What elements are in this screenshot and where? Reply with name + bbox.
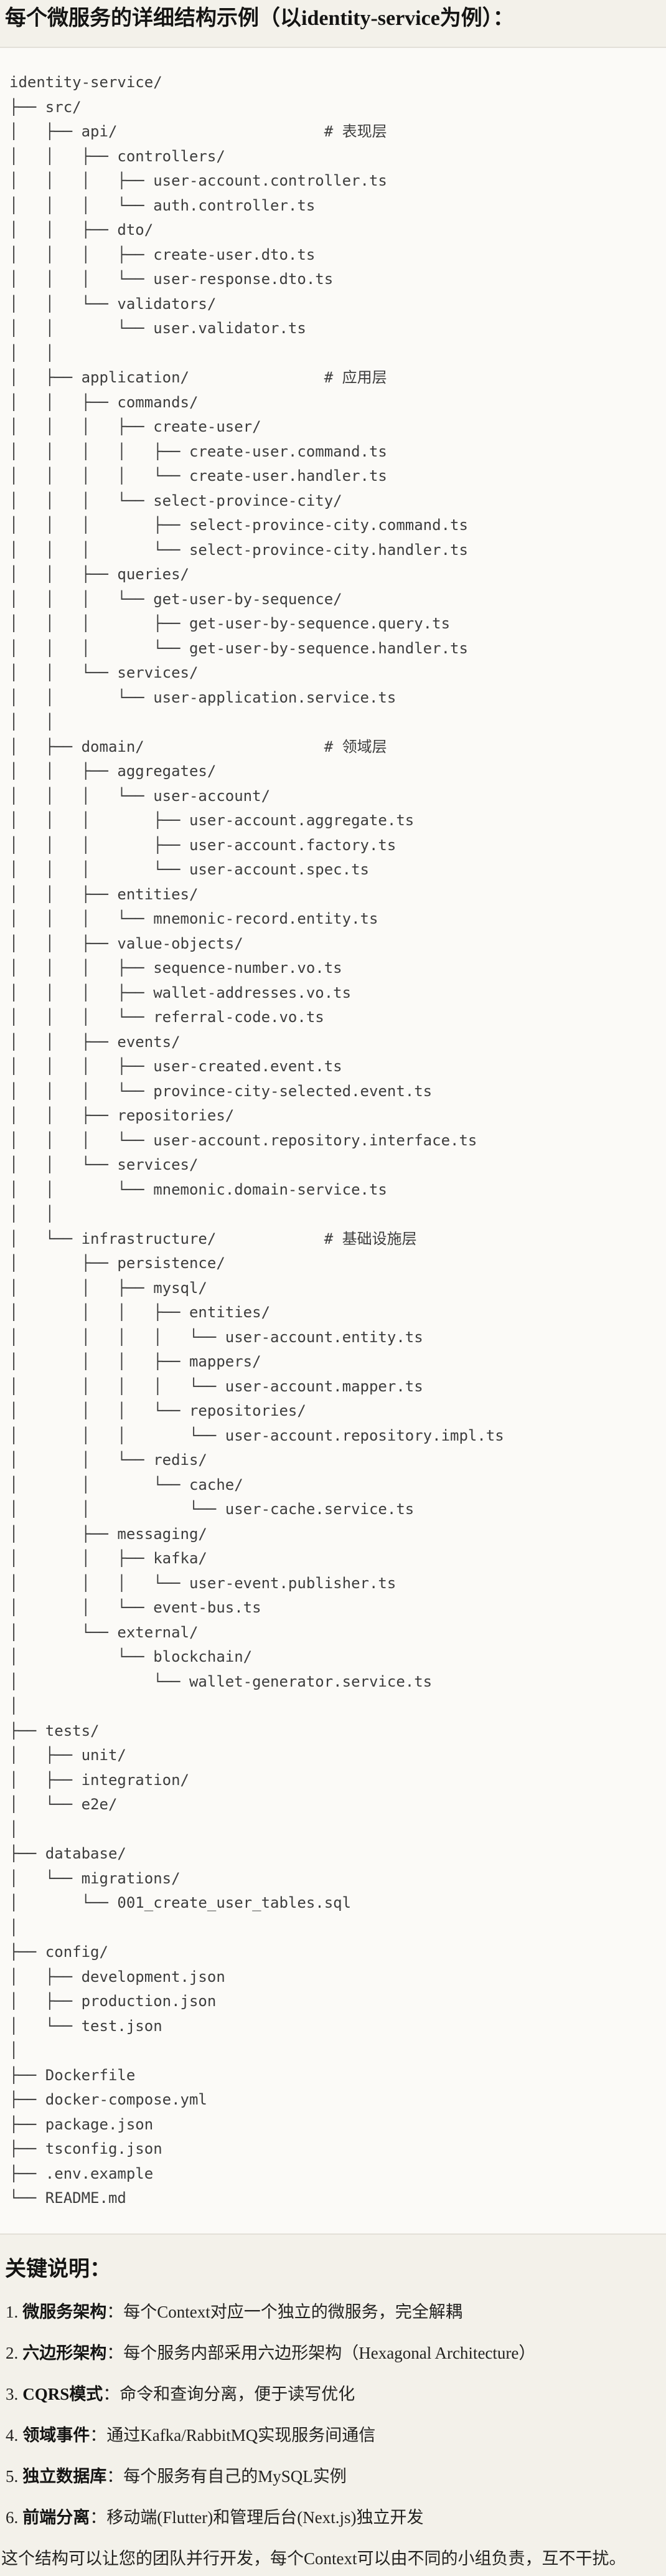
note-term: 前端分离 <box>22 2507 90 2527</box>
notes-heading: 关键说明： <box>5 2257 111 2281</box>
note-term: 独立数据库 <box>22 2466 107 2486</box>
note-term: 领域事件 <box>22 2425 90 2445</box>
note-term: CQRS模式 <box>22 2384 103 2403</box>
note-text: ：移动端(Flutter)和管理后台(Next.js)独立开发 <box>90 2507 424 2527</box>
note-number: 1. <box>6 2302 19 2321</box>
note-text: ：每个服务有自己的MySQL实例 <box>106 2466 347 2486</box>
note-text: ：每个服务内部采用六边形架构（Hexagonal Architecture） <box>106 2343 536 2362</box>
note-number: 4. <box>6 2425 19 2445</box>
note-list-item: 5.独立数据库：每个服务有自己的MySQL实例 <box>0 2465 666 2488</box>
page-title: 每个微服务的详细结构示例（以identity-service为例）： <box>5 7 514 30</box>
note-number: 6. <box>6 2507 19 2527</box>
note-number: 3. <box>6 2384 19 2403</box>
note-term: 微服务架构 <box>22 2302 107 2321</box>
note-list-item: 3.CQRS模式：命令和查询分离，便于读写优化 <box>0 2383 666 2405</box>
note-number: 5. <box>6 2466 19 2486</box>
note-text: ：命令和查询分离，便于读写优化 <box>103 2384 355 2403</box>
note-list-item: 1.微服务架构：每个Context对应一个独立的微服务，完全解耦 <box>0 2301 666 2323</box>
note-text: ：每个Context对应一个独立的微服务，完全解耦 <box>106 2302 462 2321</box>
note-list-item: 6.前端分离：移动端(Flutter)和管理后台(Next.js)独立开发 <box>0 2506 666 2529</box>
note-list-item: 2.六边形架构：每个服务内部采用六边形架构（Hexagonal Architec… <box>0 2342 666 2364</box>
closing-paragraph: 这个结构可以让您的团队并行开发，每个Context可以由不同的小组负责，互不干扰… <box>1 2549 626 2568</box>
note-term: 六边形架构 <box>22 2343 107 2362</box>
note-text: ：通过Kafka/RabbitMQ实现服务间通信 <box>90 2425 376 2445</box>
notes-list: 1.微服务架构：每个Context对应一个独立的微服务，完全解耦 2.六边形架构… <box>0 2301 666 2529</box>
note-number: 2. <box>6 2343 19 2362</box>
note-list-item: 4.领域事件：通过Kafka/RabbitMQ实现服务间通信 <box>0 2424 666 2446</box>
directory-tree-code-block: identity-service/ ├── src/ │ ├── api/ # … <box>0 47 666 2235</box>
